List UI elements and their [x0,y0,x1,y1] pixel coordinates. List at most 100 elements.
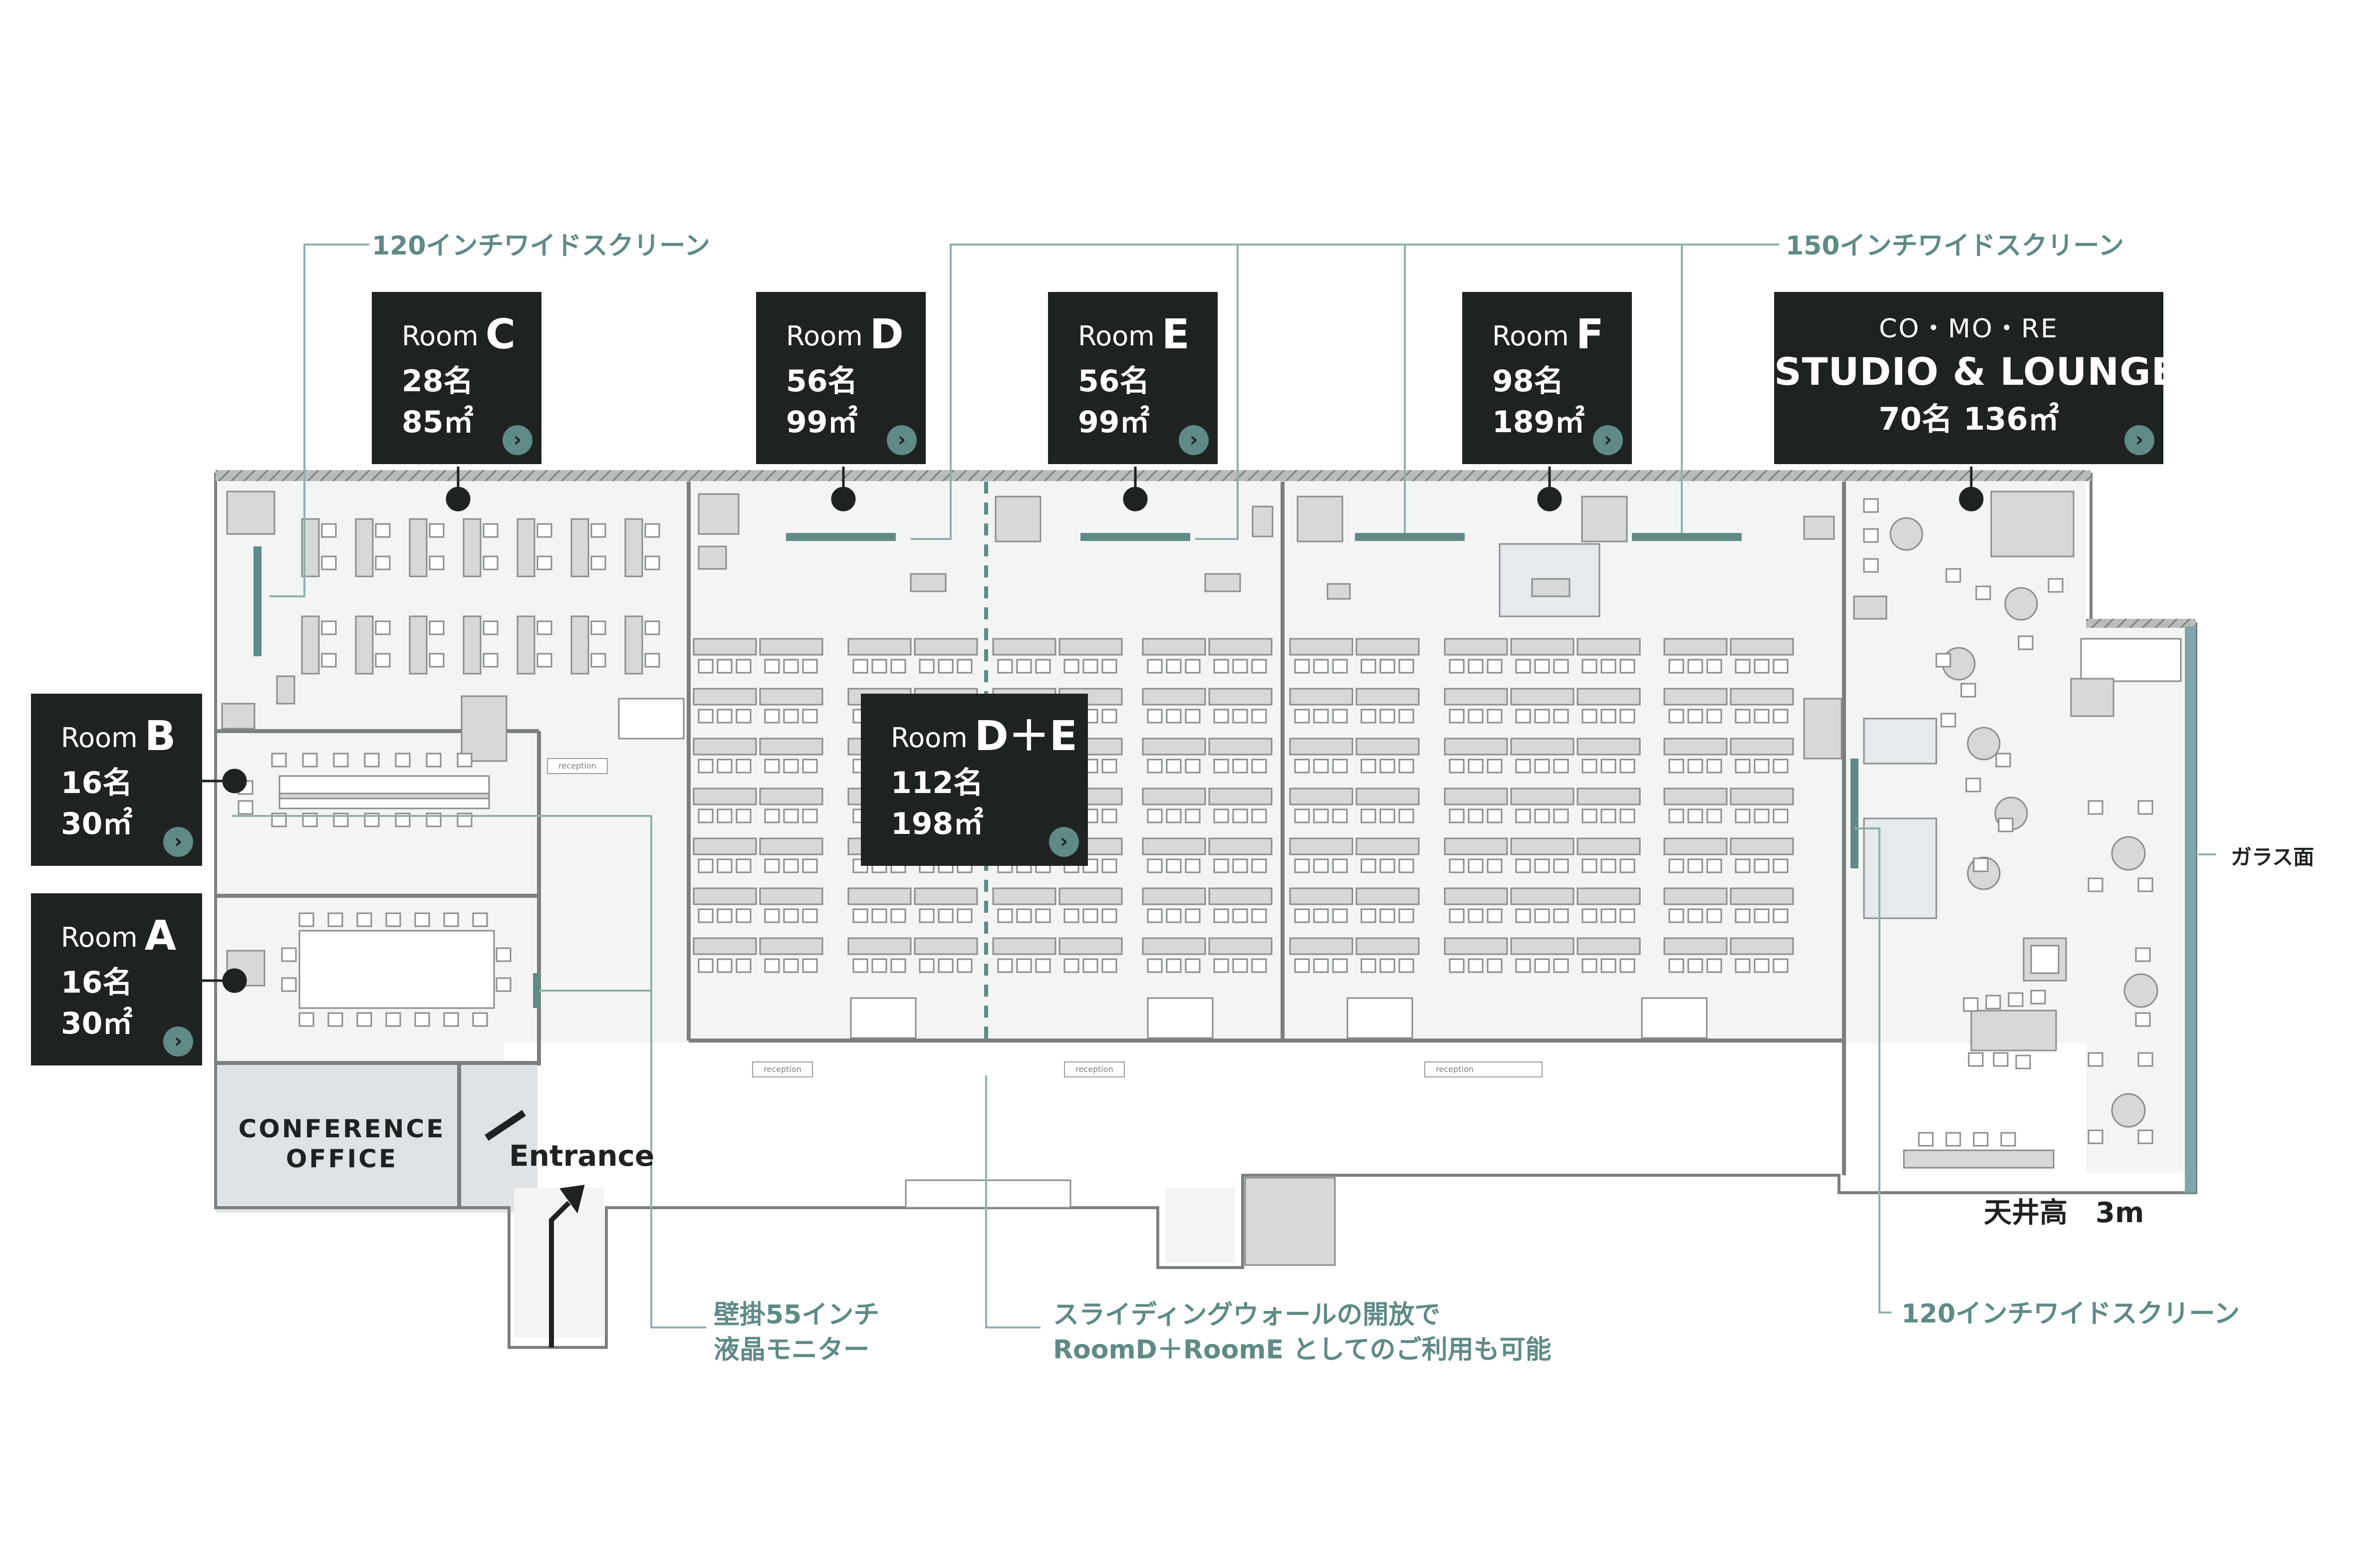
chair [1251,808,1267,823]
chair [375,555,391,570]
chair [1082,659,1098,674]
chair [1600,858,1616,873]
chair [1213,858,1229,873]
desk [847,887,912,905]
chair [1147,908,1163,923]
chair [1313,858,1329,873]
chevron-right-icon[interactable]: › [1049,827,1079,857]
chair [1398,659,1414,674]
chair [802,808,818,823]
desk [1510,688,1574,706]
chair [1487,858,1503,873]
chair [1600,659,1616,674]
chair [1706,659,1722,674]
chair [238,800,254,815]
chair [1166,858,1182,873]
chair [1735,808,1751,823]
chair [2088,877,2103,892]
chair [1735,858,1751,873]
chair [764,858,780,873]
chair [997,659,1013,674]
chair [1016,659,1032,674]
chair [429,523,445,538]
chair [783,759,799,774]
desk [1355,937,1420,955]
desk [1208,787,1273,805]
desk [693,638,757,656]
chair [1360,858,1376,873]
chair [938,958,954,973]
chair [1581,709,1597,724]
chevron-right-icon[interactable]: › [503,425,532,455]
chair [852,958,868,973]
desk [624,518,643,577]
chair [1449,958,1465,973]
desk [1510,638,1574,656]
chair [1251,759,1267,774]
chair [764,808,780,823]
room-c-area: 85㎡ [402,405,474,440]
desk [847,638,912,656]
desk [355,518,374,577]
chair [1232,908,1248,923]
desk [1289,887,1353,905]
desk [1289,837,1353,855]
chair [1360,759,1376,774]
chair [1754,908,1770,923]
chair [1553,858,1569,873]
desk [355,615,374,675]
studio-lounge-card[interactable]: CO・MO・RE STUDIO & LOUNGE 70名 136㎡ › [1774,292,2177,464]
chair [2018,635,2034,650]
desk [1576,688,1641,706]
chair [1016,908,1032,923]
chair [736,709,752,724]
chair [1581,858,1597,873]
chair [764,659,780,674]
reception-desks: reception reception reception reception [547,758,1543,1077]
chair [375,620,391,635]
chair [1773,908,1789,923]
chair [327,912,343,927]
desk [1208,837,1273,855]
chair [414,912,430,927]
chair [321,620,337,635]
room-a-area: 30㎡ [61,1006,133,1041]
chair [1534,858,1550,873]
chair [919,659,935,674]
chair [1773,659,1789,674]
chevron-right-icon[interactable]: › [163,1027,193,1056]
chair [356,1012,372,1027]
desk [1444,688,1508,706]
chair [1668,709,1684,724]
chevron-right-icon[interactable]: › [1179,425,1209,455]
desk [1663,688,1728,706]
chair [2008,992,2024,1007]
desk [1510,937,1574,955]
chair [1754,659,1770,674]
chevron-right-icon[interactable]: › [887,425,917,455]
desk [1730,837,1794,855]
chevron-right-icon[interactable]: › [163,827,193,857]
desk [463,518,482,577]
chair [1668,858,1684,873]
chair [1668,958,1684,973]
annotation-monitor-line1: 壁掛55インチ [714,1300,880,1330]
counter [1990,491,2075,557]
chevron-right-icon[interactable]: › [2124,425,2154,455]
chair [1063,958,1079,973]
chair [1232,759,1248,774]
desk [1576,738,1641,756]
chevron-right-icon[interactable]: › [1593,425,1623,455]
chair [1360,908,1376,923]
desk [1730,787,1794,805]
desk [301,615,320,675]
desk [1142,887,1206,905]
